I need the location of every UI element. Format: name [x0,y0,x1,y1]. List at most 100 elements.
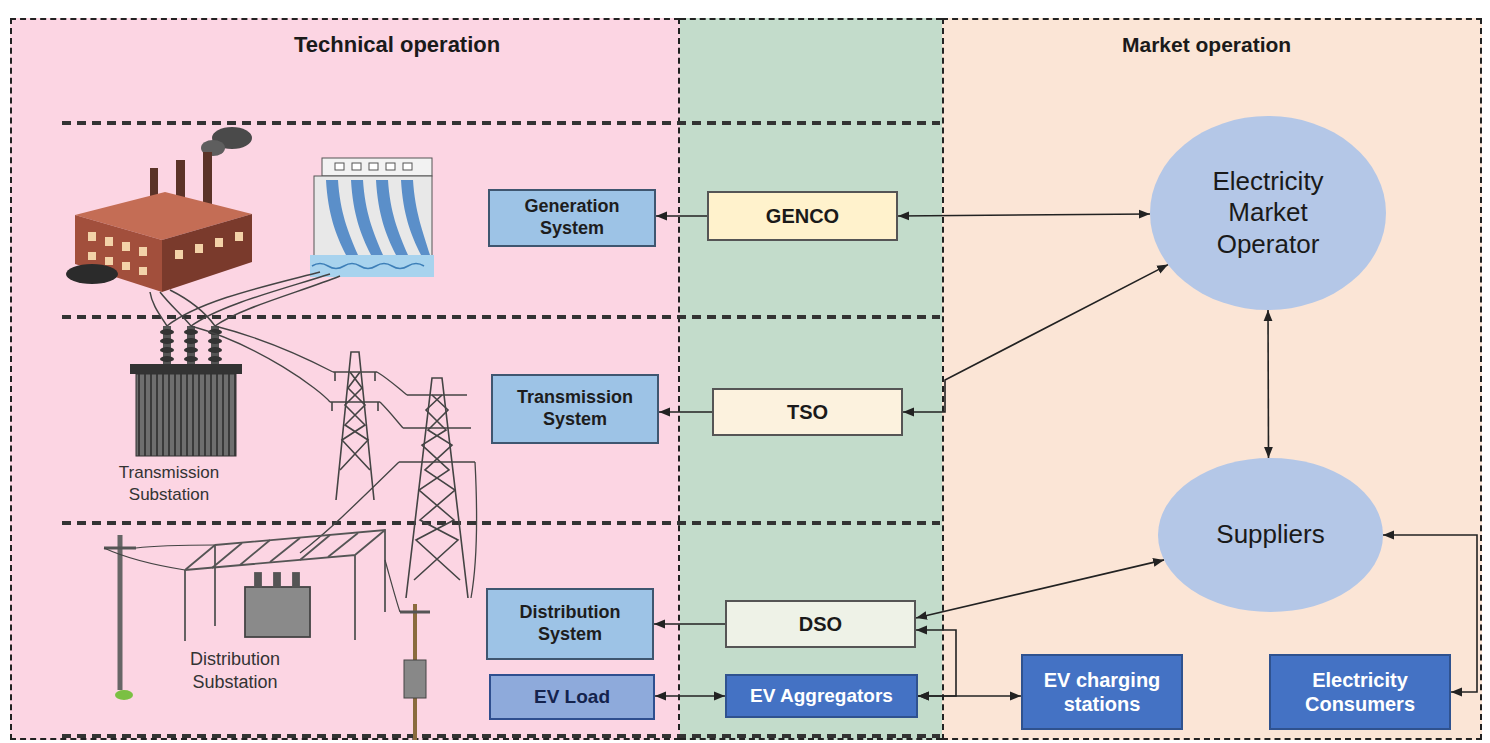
hydro-dam-part [326,180,430,255]
market-entity-ellipse: Electricity Market Operator [1150,116,1386,310]
connector [1267,310,1269,458]
utility-pole-part [413,604,417,740]
tier-divider-part [62,734,940,738]
hydro-dam [310,158,434,277]
tier-divider-part [62,521,940,525]
power-plant-part [75,192,252,240]
transmission-transformer-part-part [160,338,174,344]
hydro-dam-part-part [369,163,378,170]
ellipse-shape [1158,458,1383,612]
node-label: Transmission System [502,387,648,430]
power-plant-part-part [139,247,147,256]
hydro-dam-part-part [403,163,412,170]
power-plant-part [176,160,185,220]
hydro-dam-part-part [326,180,358,255]
system-box: Distribution System [486,588,654,660]
transmission-transformer-part-part [208,356,222,362]
node-label: GENCO [766,204,839,228]
transmission-transformer-part-part [184,329,198,335]
utility-pole [104,535,430,740]
transmission-transformer-part [187,326,195,366]
market-entity-ellipse: Suppliers [1158,458,1383,612]
connector [1383,535,1477,692]
transmission-line-part [377,372,407,395]
transmission-transformer-part-part [208,329,222,335]
hydro-dam-part-part [401,180,430,255]
node-label: EV Aggregators [750,685,893,708]
hydro-dam-part [312,264,424,269]
transmission-tower-part [332,372,378,411]
power-plant-part-part [122,262,130,270]
operator-box: DSO [725,600,916,648]
transmission-transformer-part-part [160,347,174,353]
distribution-substation-part [185,530,385,641]
band-heading: Market operation [1122,32,1291,57]
node-label: Distribution System [497,602,643,645]
market-operation-band: Market operationElectricity Market Opera… [942,18,1482,740]
hydro-dam-part-part [386,163,395,170]
transmission-transformer-part-part [208,347,222,353]
connector [656,215,707,217]
utility-pole-part [400,611,430,614]
distribution-substation-part [212,533,358,568]
utility-pole-part [104,547,136,550]
connector [655,695,725,697]
distribution-substation-part [274,573,280,587]
power-plant-part-part [122,242,130,251]
node-label: Electricity Consumers [1280,668,1440,716]
node-label: DSO [799,612,842,636]
label-holder: Transmission Substation [99,462,239,506]
node-label: Electricity Market Operator [1193,166,1343,260]
distribution-substation [185,530,385,641]
power-plant [66,127,252,292]
hydro-dam-part-part [335,163,344,170]
ev-load-box: EV Load [489,674,655,720]
label-holder: Distribution Substation [165,648,305,695]
hydro-dam-part [322,158,432,176]
generation-wire-part [167,272,320,326]
generation-wire-part [160,292,191,326]
transmission-transformer-part-part [160,329,174,335]
power-plant-part [201,140,225,156]
power-plant-part [162,214,252,292]
power-plant-part-part [88,252,96,260]
system-box: Generation System [488,189,656,247]
connector [916,630,956,696]
connector [659,411,712,413]
transmission-tower-part [340,372,370,470]
hydro-dam-part [335,163,412,170]
power-plant-part [212,127,252,149]
transmission-line-part [380,402,403,428]
transmission-transformer-part [163,326,171,366]
utility-pole-part [115,690,133,700]
node-label: TSO [787,400,828,424]
operator-box: TSO [712,388,903,436]
transmission-tower-part [414,395,460,580]
hydro-dam-part-part [376,180,408,255]
power-plant-part-part [139,267,147,275]
transmission-tower-part [336,352,374,500]
power-plant-part-part [215,238,223,247]
hydro-dam-part [314,176,432,256]
generation-wire [150,272,340,326]
transmission-line-part [191,326,330,402]
illustration-label: Distribution Substation [165,648,305,695]
power-plant-part-part [88,232,96,241]
transmission-line-part [300,462,399,553]
power-plant-part [88,232,243,275]
participant-box: Electricity Consumers [1269,654,1451,730]
distribution-substation-part [215,530,385,626]
transmission-transformer-part-part [208,338,222,344]
generation-wire-part [215,276,340,326]
power-plant-part [150,168,158,223]
connector [918,695,1021,697]
transmission-line [191,326,476,598]
connector [898,214,1150,216]
transmission-line-part [215,326,333,372]
tier-divider [62,123,940,736]
node-label: Suppliers [1216,519,1324,550]
power-plant-part [75,215,162,292]
operator-box: GENCO [707,191,898,241]
utility-pole-part [104,545,215,570]
